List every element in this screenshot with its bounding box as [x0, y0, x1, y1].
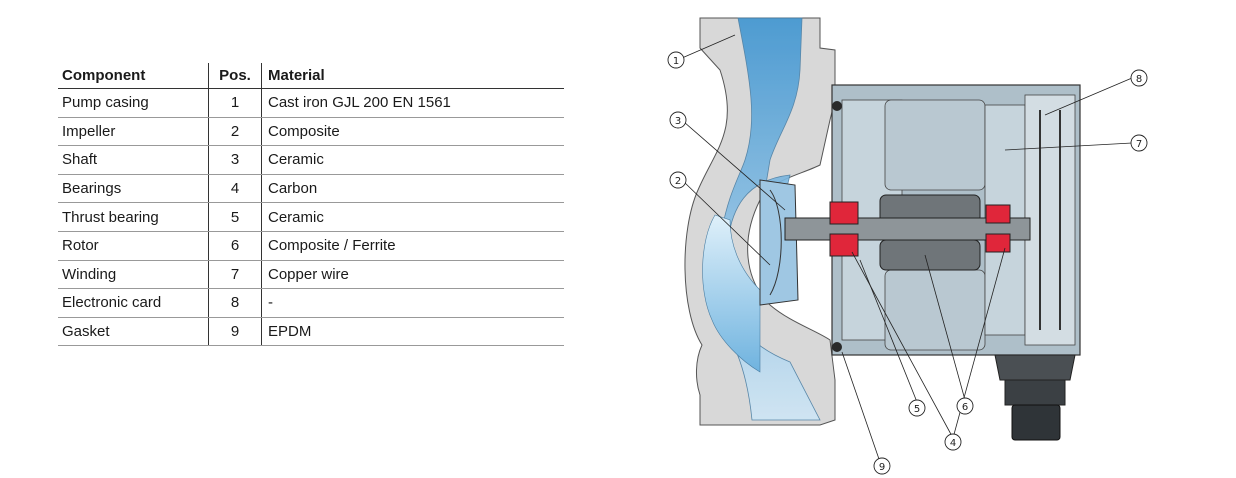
cell-pos: 7	[208, 260, 262, 290]
header-material: Material	[261, 63, 564, 89]
cell-material: Composite / Ferrite	[261, 231, 564, 261]
cell-pos: 9	[208, 317, 262, 347]
cell-component: Electronic card	[58, 288, 209, 318]
svg-text:2: 2	[675, 176, 681, 187]
cell-component: Gasket	[58, 317, 209, 347]
components-table: Component Pos. Material Pump casing 1 Ca…	[58, 63, 564, 347]
cell-material: Copper wire	[261, 260, 564, 290]
header-component: Component	[58, 63, 209, 89]
cell-material: Ceramic	[261, 145, 564, 175]
cell-material: Carbon	[261, 174, 564, 204]
table-row: Shaft 3 Ceramic	[58, 145, 564, 175]
callout-6: 6	[956, 397, 974, 415]
table-row: Impeller 2 Composite	[58, 117, 564, 147]
cell-component: Rotor	[58, 231, 209, 261]
cell-pos: 8	[208, 288, 262, 318]
svg-text:4: 4	[950, 438, 956, 449]
cell-material: Composite	[261, 117, 564, 147]
table-row: Electronic card 8 -	[58, 288, 564, 318]
svg-text:9: 9	[879, 462, 885, 473]
callout-2: 2	[669, 171, 687, 189]
cell-pos: 5	[208, 202, 262, 232]
cell-component: Thrust bearing	[58, 202, 209, 232]
callout-5: 5	[908, 399, 926, 417]
cell-pos: 4	[208, 174, 262, 204]
cell-material: -	[261, 288, 564, 318]
table-row: Thrust bearing 5 Ceramic	[58, 202, 564, 232]
callout-8: 8	[1130, 69, 1148, 87]
svg-text:7: 7	[1136, 139, 1142, 150]
cell-material: Cast iron GJL 200 EN 1561	[261, 88, 564, 118]
cell-material: Ceramic	[261, 202, 564, 232]
cell-component: Impeller	[58, 117, 209, 147]
callout-7: 7	[1130, 134, 1148, 152]
impeller	[759, 179, 799, 306]
cell-pos: 6	[208, 231, 262, 261]
cell-pos: 3	[208, 145, 262, 175]
cell-component: Shaft	[58, 145, 209, 175]
pump-cross-section-diagram: 1 3 2 8 7 5 6 4 9	[667, 17, 1148, 475]
gasket	[832, 101, 842, 352]
svg-text:3: 3	[675, 116, 681, 127]
table-row: Pump casing 1 Cast iron GJL 200 EN 1561	[58, 88, 564, 118]
leader-lines	[681, 34, 1133, 463]
cell-component: Bearings	[58, 174, 209, 204]
callout-9: 9	[873, 457, 891, 475]
callout-1: 1	[667, 51, 685, 69]
callout-4: 4	[944, 433, 962, 451]
cell-component: Winding	[58, 260, 209, 290]
table-row: Rotor 6 Composite / Ferrite	[58, 231, 564, 261]
table-row: Winding 7 Copper wire	[58, 260, 564, 290]
cell-pos: 2	[208, 117, 262, 147]
table-row: Bearings 4 Carbon	[58, 174, 564, 204]
svg-text:5: 5	[914, 404, 920, 415]
components-table-container: Component Pos. Material Pump casing 1 Ca…	[58, 63, 564, 347]
svg-text:6: 6	[962, 402, 968, 413]
svg-text:1: 1	[673, 56, 679, 67]
cell-component: Pump casing	[58, 88, 209, 118]
cell-material: EPDM	[261, 317, 564, 347]
table-row: Gasket 9 EPDM	[58, 317, 564, 347]
terminal-box	[994, 354, 1076, 441]
header-pos: Pos.	[208, 63, 262, 89]
callout-3: 3	[669, 111, 687, 129]
svg-text:8: 8	[1136, 74, 1142, 85]
cell-pos: 1	[208, 88, 262, 118]
table-header-row: Component Pos. Material	[58, 63, 564, 89]
bearings	[829, 201, 1011, 257]
